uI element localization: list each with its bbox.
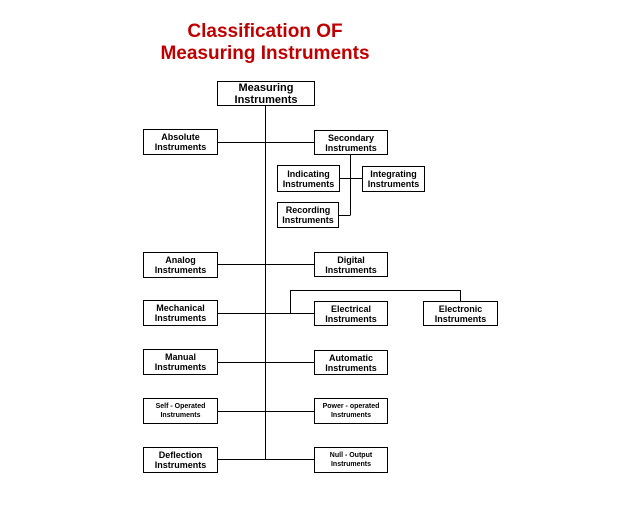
node-label: Instruments <box>330 412 372 419</box>
node-absolute-instruments: Absolute Instruments <box>143 129 218 155</box>
node-label: Electrical <box>330 303 372 314</box>
node-label: Digital <box>337 254 365 265</box>
node-measuring-instruments: Measuring Instruments <box>217 81 315 106</box>
node-label: Instruments <box>154 460 207 470</box>
node-label: Instruments <box>282 215 334 225</box>
node-analog-instruments: Analog Instruments <box>143 252 218 278</box>
node-label: Manual <box>164 352 196 362</box>
node-label: Instruments <box>154 142 207 152</box>
node-label: Instruments <box>282 178 335 189</box>
diagram-title-line-1: Classification OF <box>187 21 343 42</box>
node-label: Instruments <box>434 313 487 324</box>
node-label: Instruments <box>234 93 298 106</box>
node-label: Power - operated <box>322 403 380 410</box>
node-label: Instruments <box>154 362 207 372</box>
node-self-operated-instruments: Self - Operated Instruments <box>143 398 218 424</box>
node-electronic-instruments: Electronic Instruments <box>423 301 498 326</box>
node-integrating-instruments: Integrating Instruments <box>362 166 425 192</box>
node-label: Electronic <box>438 303 483 314</box>
node-manual-instruments: Manual Instruments <box>143 349 218 375</box>
node-label: Instruments <box>154 313 207 323</box>
node-digital-instruments: Digital Instruments <box>314 252 388 277</box>
node-automatic-instruments: Automatic Instruments <box>314 350 388 375</box>
node-label: Integrating <box>370 169 417 179</box>
node-label: Automatic <box>328 352 373 363</box>
diagram-title-line-2: Measuring Instruments <box>160 43 370 64</box>
node-label: Instruments <box>330 461 372 468</box>
node-mechanical-instruments: Mechanical Instruments <box>143 300 218 326</box>
node-label: Deflection <box>158 450 203 460</box>
node-label: Secondary <box>327 132 375 143</box>
node-label: Instruments <box>325 142 377 153</box>
node-label: Indicating <box>287 168 330 179</box>
node-indicating-instruments: Indicating Instruments <box>277 165 340 192</box>
node-secondary-instruments: Secondary Instruments <box>314 130 388 155</box>
node-label: Instruments <box>325 264 377 275</box>
node-null-output-instruments: Null - Output Instruments <box>314 447 388 473</box>
node-label: Absolute <box>161 132 200 142</box>
node-label: Instruments <box>154 265 207 275</box>
node-label: Instruments <box>325 362 377 373</box>
node-label: Analog <box>165 255 196 265</box>
node-deflection-instruments: Deflection Instruments <box>143 447 218 473</box>
node-label: Measuring <box>238 81 294 94</box>
node-electrical-instruments: Electrical Instruments <box>314 301 388 326</box>
node-label: Instruments <box>160 412 201 419</box>
node-label: Mechanical <box>156 303 205 313</box>
node-label: Instruments <box>325 313 377 324</box>
node-label: Self - Operated <box>155 403 206 410</box>
node-label: Null - Output <box>329 452 373 459</box>
node-label: Recording <box>285 205 331 215</box>
node-label: Instruments <box>367 179 420 189</box>
node-recording-instruments: Recording Instruments <box>277 202 339 228</box>
node-power-operated-instruments: Power - operated Instruments <box>314 398 388 424</box>
